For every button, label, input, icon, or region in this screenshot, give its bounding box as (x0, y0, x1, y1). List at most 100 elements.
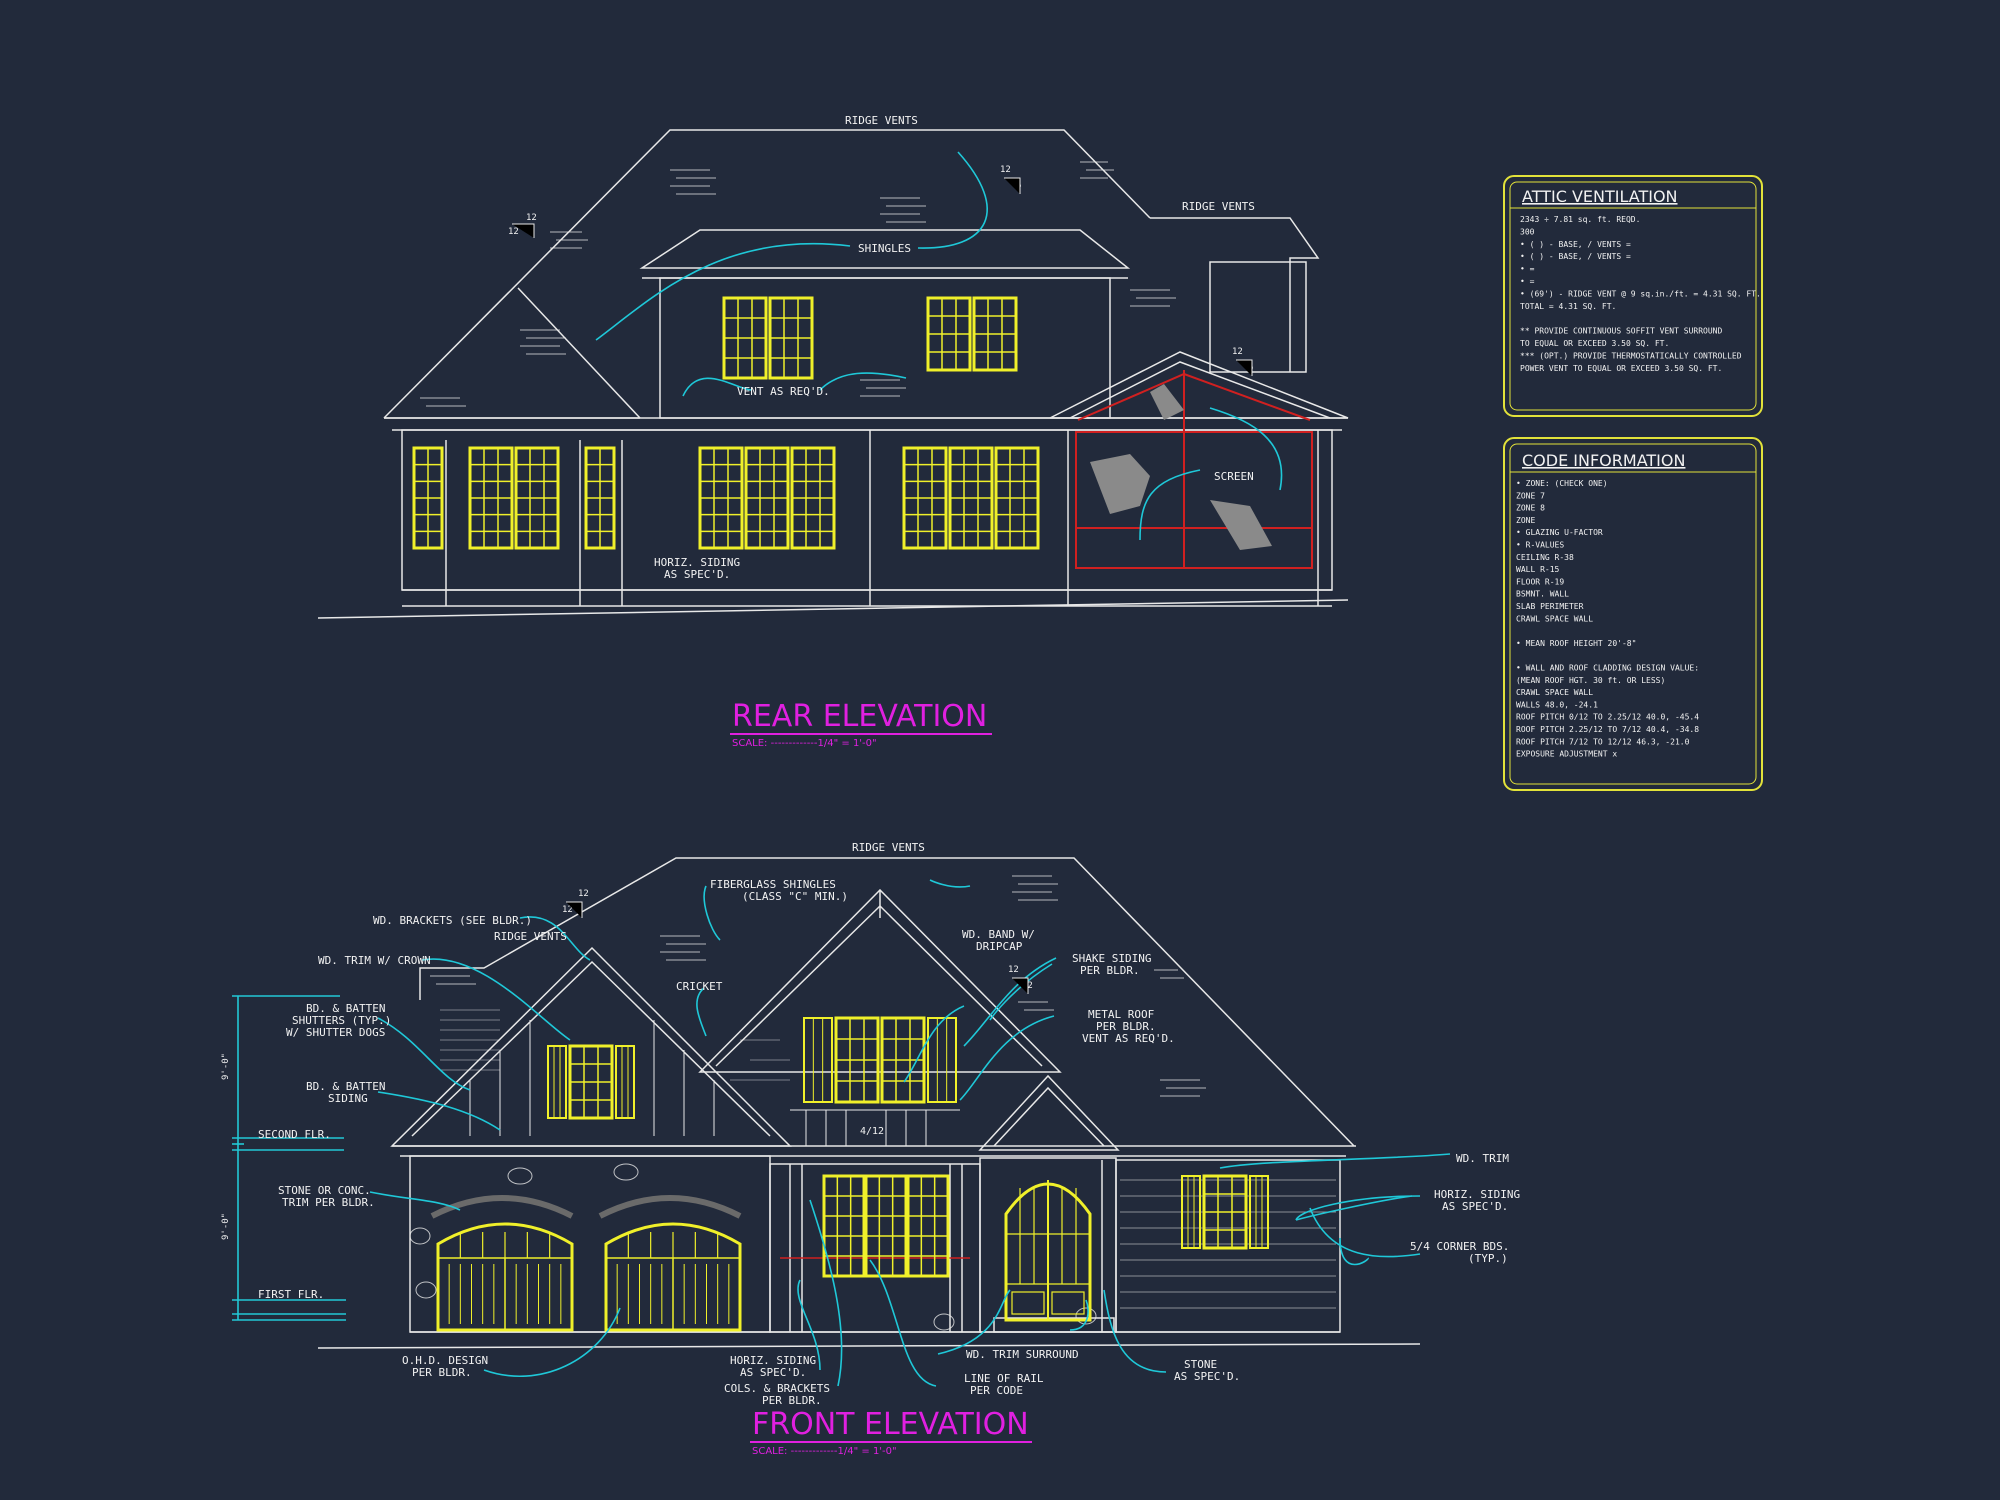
panel-line: WALL R-15 (1516, 565, 1560, 574)
front-first-flr: FIRST FLR. (258, 1288, 324, 1301)
panel-line: 2343 ÷ 7.81 sq. ft. REQD. (1520, 215, 1640, 224)
rear-window (584, 446, 616, 550)
rear-window (790, 446, 836, 550)
front-stone-trim-2: TRIM PER BLDR. (282, 1196, 375, 1209)
rear-ridge-vents-top: RIDGE VENTS (845, 114, 918, 127)
front-gable-window (568, 1044, 614, 1120)
front-horiz-siding-2: AS SPEC'D. (740, 1366, 806, 1379)
rear-screen-label: SCREEN (1214, 470, 1254, 483)
rear-windows (412, 296, 1040, 550)
rear-dormer-roof (639, 229, 1131, 269)
panel-line: FLOOR R-19 (1516, 577, 1564, 586)
panel-line: ROOF PITCH 0/12 TO 2.25/12 40.0, -45.4 (1516, 713, 1699, 722)
rear-window (902, 446, 948, 550)
front-board-batten (469, 1020, 715, 1136)
panel-line: CEILING R-38 (1516, 553, 1574, 562)
rear-chimney-wall (1209, 261, 1307, 373)
front-dim-upper: 9'-0" (221, 1053, 231, 1080)
panel-line: ROOF PITCH 2.25/12 TO 7/12 40.4, -34.8 (1516, 725, 1699, 734)
front-bd-shutters-3: W/ SHUTTER DOGS (286, 1026, 385, 1039)
rear-window (698, 446, 744, 550)
front-grade-line (317, 1343, 1421, 1349)
front-stone-1: STONE (1184, 1358, 1217, 1371)
front-shingle-hatch (430, 875, 1206, 1097)
panel-line: • R-VALUES (1516, 541, 1564, 550)
rear-window (744, 446, 790, 550)
shutter (615, 1045, 635, 1119)
front-cricket: CRICKET (676, 980, 723, 993)
rear-hip-line (517, 287, 641, 419)
panel-line: • = (1520, 277, 1535, 286)
rear-leaders (595, 151, 1283, 541)
front-wd-trim-crown: WD. TRIM W/ CROWN (318, 954, 431, 967)
attic-ventilation-panel: ATTIC VENTILATION 2343 ÷ 7.81 sq. ft. RE… (1503, 175, 1763, 417)
rear-labels: RIDGE VENTS RIDGE VENTS SHINGLES VENT AS… (508, 114, 1255, 749)
rear-elevation-title: REAR ELEVATION (732, 699, 987, 734)
front-horiz-siding-r1: HORIZ. SIDING (1434, 1188, 1520, 1201)
shutter (927, 1017, 957, 1103)
panel-line: SLAB PERIMETER (1516, 602, 1584, 611)
panel-line: • MEAN ROOF HEIGHT 20'-8" (1516, 639, 1636, 648)
panel-line: EXPOSURE ADJUSTMENT x (1516, 750, 1617, 759)
front-porch-window (822, 1174, 866, 1278)
front-ridge-vents-top: RIDGE VENTS (852, 841, 925, 854)
front-ohd-1: O.H.D. DESIGN (402, 1354, 488, 1367)
front-corner-2: (TYP.) (1468, 1252, 1508, 1265)
panel-line: • WALL AND ROOF CLADDING DESIGN VALUE: (1516, 664, 1699, 673)
front-cols-2: PER BLDR. (762, 1394, 822, 1407)
front-center-gable (698, 888, 1062, 1073)
front-porch-window (864, 1174, 908, 1278)
shutter (547, 1045, 567, 1119)
front-metal-2: PER BLDR. (1096, 1020, 1156, 1033)
shutter (1181, 1175, 1201, 1249)
panel-line: • GLAZING U-FACTOR (1516, 528, 1603, 537)
front-porch-window (906, 1174, 950, 1278)
panel-line: *** (OPT.) PROVIDE THERMOSTATICALLY CONT… (1520, 351, 1742, 360)
garage-door (604, 1222, 742, 1332)
front-pitch-b: 12 (562, 905, 573, 915)
rear-pitch-left-a: 12 (526, 213, 537, 223)
front-elevation (317, 857, 1421, 1349)
panel-line: • ( ) - BASE, / VENTS = (1520, 252, 1631, 261)
front-bd-siding-2: SIDING (328, 1092, 368, 1105)
front-windows (436, 1016, 1269, 1332)
front-right-wing (1115, 1159, 1341, 1333)
panel-line: 300 (1520, 227, 1535, 236)
panel-line: TO EQUAL OR EXCEED 3.50 SQ. FT. (1520, 339, 1669, 348)
panel-line: ROOF PITCH 7/12 TO 12/12 46.3, -21.0 (1516, 737, 1690, 746)
rear-shingle-hatch (420, 161, 1176, 407)
front-wd-band-1: WD. BAND W/ (962, 928, 1035, 941)
front-dim-lower: 9'-0" (221, 1213, 231, 1240)
panel-line: CRAWL SPACE WALL (1516, 614, 1593, 623)
front-stone (409, 1163, 1097, 1331)
front-wd-trim: WD. TRIM (1456, 1152, 1509, 1165)
front-line-rail-1: LINE OF RAIL (964, 1372, 1044, 1385)
rear-ridge-vents-right: RIDGE VENTS (1182, 200, 1255, 213)
front-bd-shutters-1: BD. & BATTEN (306, 1002, 385, 1015)
front-second-flr: SECOND FLR. (258, 1128, 331, 1141)
front-shake-2: PER BLDR. (1080, 964, 1140, 977)
rear-grade-line (317, 599, 1349, 619)
code-information-lines: • ZONE: (CHECK ONE) ZONE 7 ZONE 8 ZONE• … (1516, 479, 1699, 759)
rear-elevation (317, 129, 1349, 619)
panel-line: POWER VENT TO EQUAL OR EXCEED 3.50 SQ. F… (1520, 364, 1722, 373)
panel-line: ** PROVIDE CONTINUOUS SOFFIT VENT SURROU… (1520, 327, 1722, 336)
front-wd-brackets: WD. BRACKETS (SEE BLDR.) (373, 914, 532, 927)
attic-ventilation-lines: 2343 ÷ 7.81 sq. ft. REQD. 300 • ( ) - BASE… (1520, 215, 1761, 373)
rear-window (468, 446, 514, 550)
front-scale: SCALE: -------------1/4" = 1'-0" (752, 1446, 897, 1457)
shutter (1249, 1175, 1269, 1249)
front-siding-lines (1120, 1179, 1336, 1309)
front-entry-gable (978, 1074, 1120, 1151)
front-horiz-siding-1: HORIZ. SIDING (730, 1354, 816, 1367)
front-porch-pitch: 4/12 (860, 1126, 884, 1137)
front-side-window (1202, 1174, 1248, 1250)
rear-lower-wall (401, 429, 1333, 591)
panel-line: • = (1520, 265, 1535, 274)
front-dimensions (232, 995, 346, 1321)
rear-window (514, 446, 560, 550)
front-wd-band-2: DRIPCAP (976, 940, 1023, 953)
front-metal-1: METAL ROOF (1088, 1008, 1154, 1021)
rear-dormer-window (926, 296, 972, 372)
